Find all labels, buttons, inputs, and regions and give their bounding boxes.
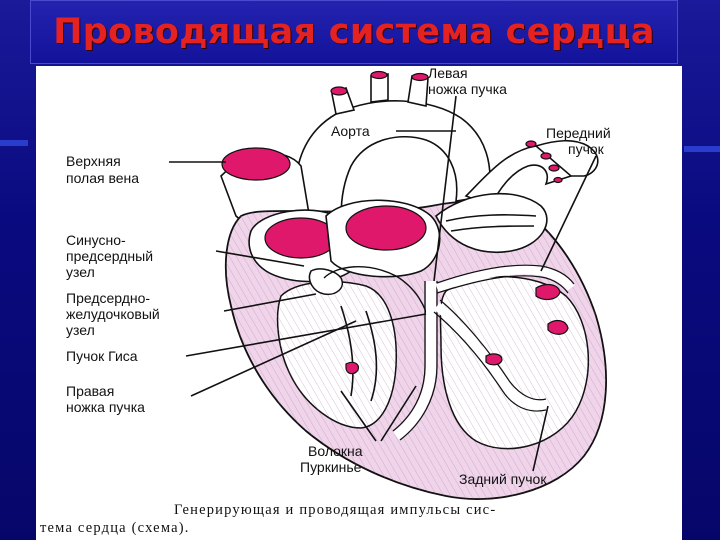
label-left-branch-2: ножка пучка xyxy=(428,81,507,97)
conduction-system xyxy=(308,264,575,441)
label-aorta: Аорта xyxy=(331,123,370,139)
label-sa-2: предсердный xyxy=(66,248,153,264)
label-sa-1: Синусно- xyxy=(66,232,126,248)
leader-left-branch xyxy=(433,95,457,282)
pulmonary-vessels xyxy=(464,139,599,208)
label-his: Пучок Гиса xyxy=(66,348,138,364)
caption-line-1: Генерирующая и проводящая импульсы сис- xyxy=(174,502,496,518)
label-svc-1: Верхняя xyxy=(66,153,121,169)
label-right-branch-1: Правая xyxy=(66,383,114,399)
slide-title: Проводящая система сердца xyxy=(53,12,655,52)
heart-diagram-figure: Левая ножка пучка Аорта Передний пучок В… xyxy=(36,66,682,540)
aortic-arch xyxy=(293,70,491,232)
right-accent-stripe xyxy=(684,146,720,152)
ventricles xyxy=(276,275,590,450)
label-av-1: Предсердно- xyxy=(66,290,150,306)
figure-caption: Генерирующая и проводящая импульсы сис- … xyxy=(40,502,496,536)
papillary-muscles xyxy=(345,283,569,375)
label-av-2: желудочковый xyxy=(66,306,160,322)
label-av-3: узел xyxy=(66,322,95,338)
diagram-labels: Левая ножка пучка Аорта Передний пучок В… xyxy=(66,66,611,487)
title-box: Проводящая система сердца xyxy=(30,0,678,64)
leader-lines xyxy=(169,95,597,472)
leader-purkinje-2 xyxy=(380,385,417,442)
label-purkinje-1: Волокна xyxy=(308,443,363,459)
leader-sa-node xyxy=(215,250,305,267)
leader-posterior-fascicle xyxy=(532,405,549,472)
heart-diagram: Левая ножка пучка Аорта Передний пучок В… xyxy=(40,66,611,536)
leader-av-node xyxy=(223,293,317,312)
leader-anterior-fascicle xyxy=(540,155,597,272)
label-left-branch-1: Левая xyxy=(428,66,468,81)
label-anterior-2: пучок xyxy=(568,141,605,157)
left-accent-stripe xyxy=(0,140,28,146)
leader-right-branch xyxy=(190,320,357,397)
label-sa-3: узел xyxy=(66,264,95,280)
label-purkinje-2: Пуркинье xyxy=(300,459,362,475)
leader-his-bundle xyxy=(185,313,427,357)
caption-line-2: тема сердца (схема). xyxy=(40,520,190,536)
label-svc-2: полая вена xyxy=(66,170,139,186)
label-posterior: Задний пучок xyxy=(459,471,547,487)
atria xyxy=(248,192,548,283)
label-anterior-1: Передний xyxy=(546,125,611,141)
label-right-branch-2: ножка пучка xyxy=(66,399,145,415)
leader-purkinje-1 xyxy=(340,390,377,442)
